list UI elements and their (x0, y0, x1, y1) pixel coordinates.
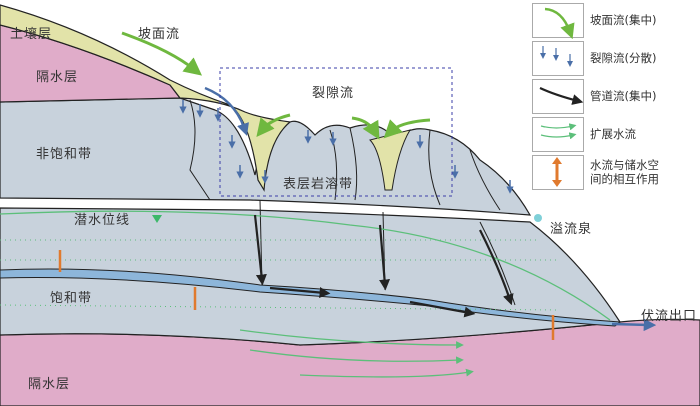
legend-label-expand: 扩展水流 (590, 127, 636, 141)
label-overflow-spring: 溢流泉 (550, 222, 593, 237)
conduit-flow-arrows (253, 214, 514, 318)
label-slope-flow: 坡面流 (138, 27, 181, 42)
legend-label-interaction: 水流与储水空间的相互作用 (590, 158, 659, 186)
legend-label-fissure: 裂隙流(分散) (590, 51, 657, 65)
label-fissure-flow: 裂隙流 (312, 86, 355, 101)
legend-box-interaction (532, 155, 584, 190)
slope-flow-arrows (121, 31, 431, 140)
soil-layer (0, 4, 292, 192)
legend-box-slope (532, 3, 584, 38)
water-table-triangle-icon (152, 215, 162, 223)
label-water-table: 潜水位线 (74, 213, 131, 228)
label-aquiclude-top: 隔水层 (36, 70, 79, 85)
legend-box-fissure (532, 41, 584, 76)
water-table-line (0, 210, 611, 321)
legend-box-conduit (532, 79, 584, 114)
label-underground-outlet: 伏流出口 (641, 309, 698, 324)
label-epikarst-zone: 表层岩溶带 (283, 177, 354, 192)
legend-box-expand (532, 117, 584, 152)
dotted-flow-lines (0, 239, 561, 311)
conduit (0, 268, 622, 327)
expanded-flow-arrows (239, 329, 474, 378)
label-soil: 土壤层 (10, 27, 53, 42)
fissure-flow-arrows (179, 100, 514, 194)
label-aquiclude-bottom: 隔水层 (28, 377, 71, 392)
legend-label-conduit: 管道流(集中) (590, 89, 657, 103)
label-unsaturated-zone: 非饱和带 (36, 147, 93, 162)
label-saturated-zone: 饱和带 (50, 291, 93, 306)
legend-label-slope: 坡面流(集中) (590, 13, 657, 27)
interaction-arrows (58, 250, 555, 340)
epikarst-box (219, 67, 453, 197)
overflow-spring-icon (534, 214, 542, 222)
